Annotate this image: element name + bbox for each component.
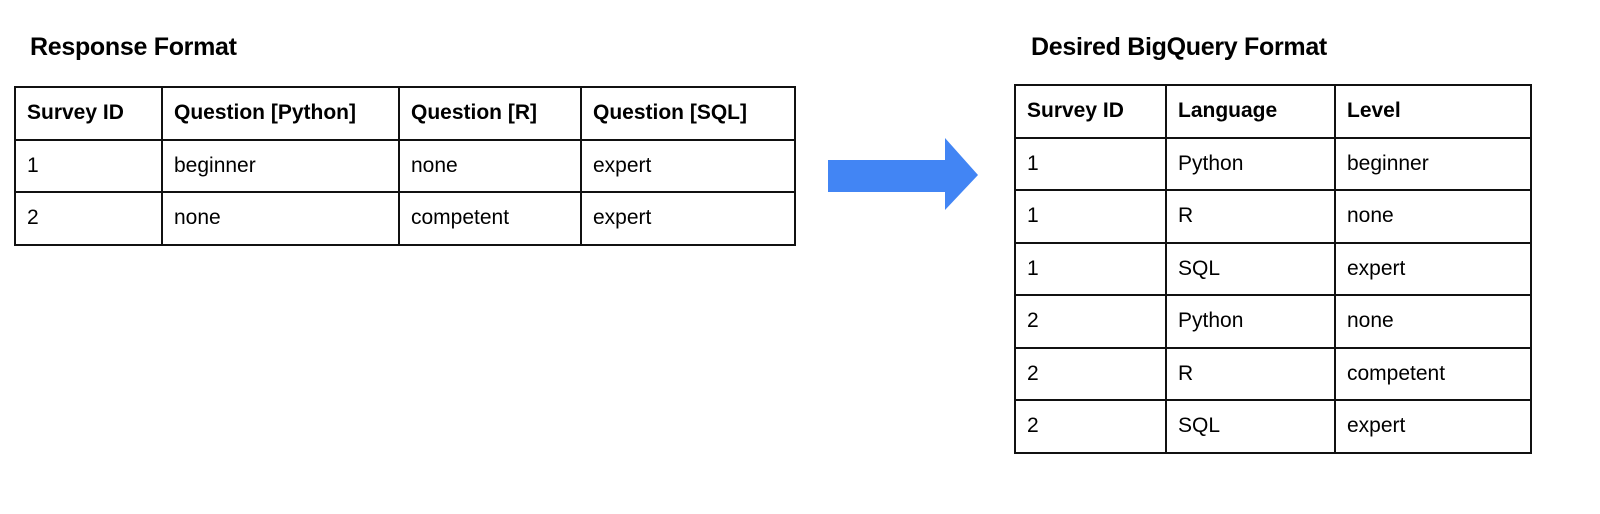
header-cell: Level — [1334, 84, 1532, 139]
table-cell: SQL — [1165, 399, 1336, 454]
table-cell: R — [1165, 189, 1336, 244]
desired-bigquery-format-title: Desired BigQuery Format — [1031, 33, 1327, 61]
desired-bigquery-format-table: Survey ID Language Level 1 Python beginn… — [1014, 84, 1532, 454]
table-row: 1 beginner none expert — [14, 138, 796, 193]
table-cell: Python — [1165, 294, 1336, 349]
table-cell: SQL — [1165, 241, 1336, 296]
header-cell: Question [SQL] — [580, 86, 796, 141]
table-cell: beginner — [1334, 136, 1532, 191]
table-row: 1 R none — [1014, 189, 1532, 244]
table-cell: 1 — [14, 138, 163, 193]
table-row: 2 Python none — [1014, 294, 1532, 349]
table-cell: beginner — [161, 138, 400, 193]
response-format-title: Response Format — [30, 33, 237, 61]
table-cell: 1 — [1014, 241, 1167, 296]
right-arrow-icon — [828, 138, 978, 210]
table-row: 2 R competent — [1014, 346, 1532, 401]
header-cell: Survey ID — [14, 86, 163, 141]
table-header-row: Survey ID Language Level — [1014, 84, 1532, 139]
table-cell: 2 — [14, 191, 163, 246]
table-cell: expert — [580, 138, 796, 193]
table-cell: none — [161, 191, 400, 246]
table-cell: 2 — [1014, 399, 1167, 454]
table-cell: none — [398, 138, 582, 193]
table-cell: none — [1334, 189, 1532, 244]
table-cell: expert — [1334, 241, 1532, 296]
table-row: 1 Python beginner — [1014, 136, 1532, 191]
table-cell: competent — [1334, 346, 1532, 401]
table-cell: 2 — [1014, 346, 1167, 401]
table-cell: competent — [398, 191, 582, 246]
header-cell: Language — [1165, 84, 1336, 139]
table-row: 2 SQL expert — [1014, 399, 1532, 454]
header-cell: Survey ID — [1014, 84, 1167, 139]
table-row: 2 none competent expert — [14, 191, 796, 246]
response-format-table: Survey ID Question [Python] Question [R]… — [14, 86, 796, 246]
table-row: 1 SQL expert — [1014, 241, 1532, 296]
table-cell: expert — [1334, 399, 1532, 454]
table-cell: Python — [1165, 136, 1336, 191]
table-cell: R — [1165, 346, 1336, 401]
header-cell: Question [Python] — [161, 86, 400, 141]
table-cell: none — [1334, 294, 1532, 349]
table-cell: 2 — [1014, 294, 1167, 349]
table-cell: expert — [580, 191, 796, 246]
table-cell: 1 — [1014, 189, 1167, 244]
header-cell: Question [R] — [398, 86, 582, 141]
table-cell: 1 — [1014, 136, 1167, 191]
table-header-row: Survey ID Question [Python] Question [R]… — [14, 86, 796, 141]
